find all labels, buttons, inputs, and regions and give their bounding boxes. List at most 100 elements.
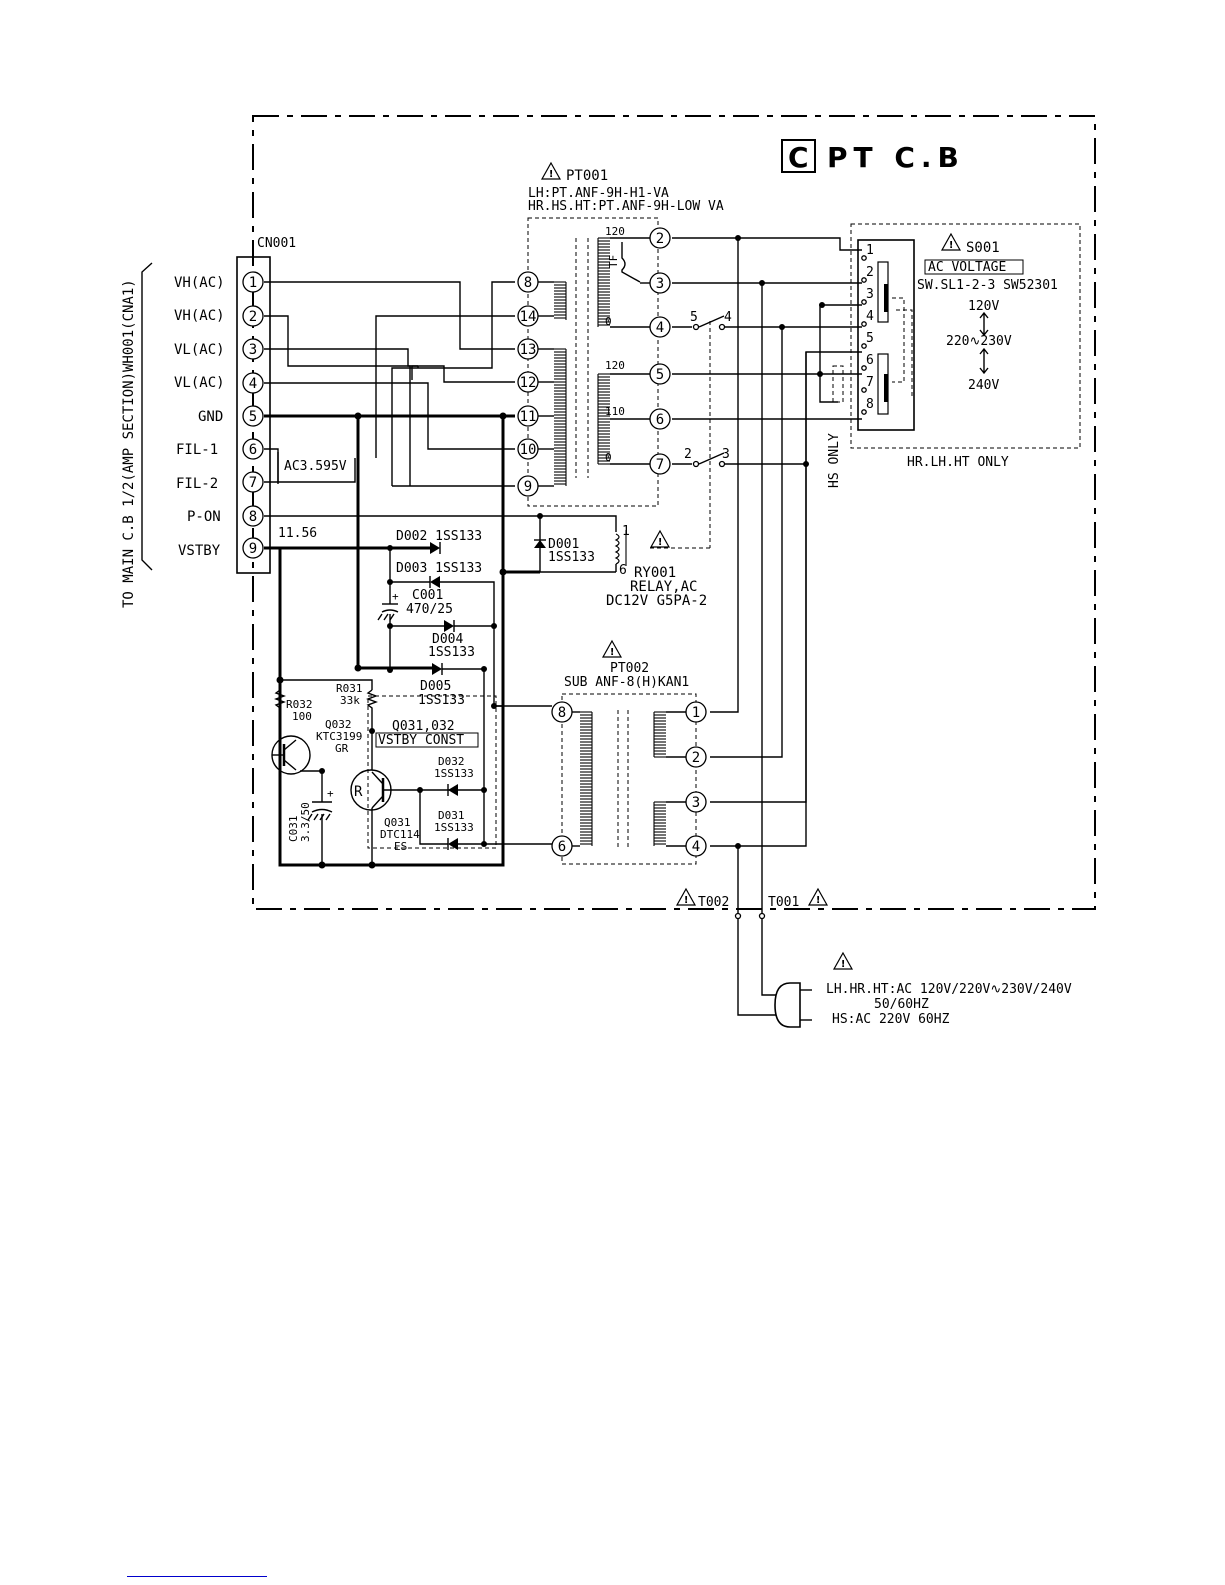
svg-text:1: 1 bbox=[866, 243, 874, 258]
svg-text:3: 3 bbox=[692, 795, 700, 811]
s001-240v: 240V bbox=[968, 378, 999, 393]
svg-text:6: 6 bbox=[558, 839, 566, 855]
cn001-pin6-name: FIL-1 bbox=[176, 442, 218, 458]
svg-text:5: 5 bbox=[866, 331, 874, 346]
footer-link-underline[interactable] bbox=[127, 1576, 267, 1577]
pt001-pri-winding-a bbox=[597, 237, 610, 327]
svg-text:4: 4 bbox=[249, 376, 257, 392]
pt001-tap-120a: 120 bbox=[605, 225, 625, 238]
plug-line1: LH.HR.HT:AC 120V/220V∿230V/240V bbox=[826, 982, 1072, 997]
cn001-pin9-name: VSTBY bbox=[178, 543, 221, 559]
svg-text:8: 8 bbox=[249, 509, 257, 525]
d001-ref: D001 bbox=[548, 537, 579, 552]
s001-pin-4: 4 bbox=[861, 309, 874, 327]
r032-value: 100 bbox=[292, 710, 312, 723]
cn001-pin5-name: GND bbox=[198, 409, 223, 425]
pt001-pri-pin-3: 3 bbox=[649, 272, 671, 294]
pt001-tf: TF bbox=[607, 255, 620, 268]
pt002-pri-pin-3: 3 bbox=[685, 791, 707, 813]
svg-text:4: 4 bbox=[656, 320, 664, 336]
svg-text:4: 4 bbox=[692, 839, 700, 855]
q032-ref: Q032 bbox=[325, 718, 352, 731]
svg-text:6: 6 bbox=[249, 442, 257, 458]
q031-mark: R bbox=[354, 784, 363, 800]
s001-pin-5: 5 bbox=[861, 331, 874, 349]
s001-220v: 220∿230V bbox=[946, 334, 1012, 349]
d005-ref: D005 bbox=[420, 679, 451, 694]
pt001-sec-winding-a bbox=[554, 281, 567, 320]
cn001-pin-3: 3 bbox=[242, 338, 264, 360]
svg-text:8: 8 bbox=[524, 275, 532, 291]
cn001-stby-voltage: 11.56 bbox=[278, 526, 317, 541]
ry001-pin1: 1 bbox=[622, 524, 630, 539]
board-letter-box bbox=[781, 139, 816, 173]
s001-pin-6: 6 bbox=[861, 353, 874, 371]
pt001-sec-pin-13: 13 bbox=[517, 338, 539, 360]
relay-contact-4: 4 bbox=[724, 310, 732, 325]
s001-pin-7: 7 bbox=[861, 375, 874, 393]
vstby-const-circuit: R032 100 R031 33k Q032 KTC3199 GR + C031… bbox=[271, 548, 552, 869]
q031-part: DTC114 bbox=[380, 828, 420, 841]
relay-contact-labels: 5 4 2 3 bbox=[684, 310, 732, 462]
r031-ref: R031 bbox=[336, 682, 363, 695]
pt002-pri-pin-2: 2 bbox=[685, 746, 707, 768]
pt001-pri-pin-6: 6 bbox=[649, 408, 671, 430]
pt001-sec-pin-12: 12 bbox=[517, 371, 539, 393]
svg-text:13: 13 bbox=[520, 342, 537, 358]
ry001-part: DC12V G5PA-2 bbox=[606, 593, 707, 609]
d004-part: 1SS133 bbox=[428, 645, 475, 660]
pt002-sec-pin-6: 6 bbox=[551, 835, 573, 857]
stby-diodes: D002 1SS133 D003 1SS133 + C001 470/25 D0… bbox=[377, 529, 503, 708]
d004-ref: D004 bbox=[432, 632, 463, 647]
svg-text:8: 8 bbox=[558, 705, 566, 721]
cn001-pin4-name: VL(AC) bbox=[174, 375, 225, 391]
q031-032-label: Q031,032 bbox=[392, 719, 455, 734]
pt001-pri-pin-5: 5 bbox=[649, 363, 671, 385]
svg-text:7: 7 bbox=[866, 375, 874, 390]
cn001-pin-5: 5 bbox=[242, 405, 264, 427]
svg-text:2: 2 bbox=[656, 231, 664, 247]
relay-contact-2: 2 bbox=[684, 447, 692, 462]
cn001-ref: CN001 bbox=[257, 236, 296, 251]
cn001-pin3-name: VL(AC) bbox=[174, 342, 225, 358]
svg-text:7: 7 bbox=[656, 457, 664, 473]
cn001-pin-7: 7 bbox=[242, 471, 264, 493]
pt002-pri-pin-4: 4 bbox=[685, 835, 707, 857]
q032-rank: GR bbox=[335, 742, 349, 755]
pt001-sec-pin-9: 9 bbox=[517, 475, 539, 497]
relay-contact-5: 5 bbox=[690, 310, 698, 325]
cn001-pin1-name: VH(AC) bbox=[174, 275, 225, 291]
cn001-to-pt001-wires bbox=[264, 281, 515, 487]
hs-only-label: HS ONLY bbox=[827, 433, 842, 488]
pt001-sec-pin-10: 10 bbox=[517, 438, 539, 460]
s001-note: HR.LH.HT ONLY bbox=[907, 455, 1009, 470]
pt001-primary-wires bbox=[648, 235, 862, 549]
gnd-bus bbox=[264, 412, 540, 867]
cn001-pin7-name: FIL-2 bbox=[176, 476, 218, 492]
cn001-pin-1: 1 bbox=[242, 271, 264, 293]
pt001-tap-120b: 120 bbox=[605, 359, 625, 372]
svg-text:+: + bbox=[327, 787, 334, 800]
c001-ref: C001 bbox=[412, 588, 443, 603]
ry001-name: RELAY,AC bbox=[630, 579, 697, 595]
pt002-ref: PT002 bbox=[610, 661, 649, 676]
pt001-pri-pin-2: 2 bbox=[649, 227, 671, 249]
s001-ref: S001 bbox=[966, 240, 1000, 256]
plug-line2: 50/60HZ bbox=[874, 997, 929, 1012]
cn001-pin-8: 8 bbox=[242, 505, 264, 527]
s001-name: AC VOLTAGE bbox=[928, 260, 1006, 275]
svg-text:11: 11 bbox=[520, 409, 537, 425]
ry001-pin6: 6 bbox=[619, 563, 627, 578]
pt002-pri-pin-1: 1 bbox=[685, 701, 707, 723]
pt001-tap-110: 110 bbox=[605, 405, 625, 418]
pt001-pri-pin-7: 7 bbox=[649, 453, 671, 475]
board-title-block: C PT C.B bbox=[781, 139, 959, 174]
c001-value: 470/25 bbox=[406, 602, 453, 617]
thermal-fuse bbox=[621, 242, 641, 283]
svg-text:1: 1 bbox=[249, 275, 257, 291]
r032-ref: R032 bbox=[286, 698, 313, 711]
d003-label: D003 1SS133 bbox=[396, 561, 482, 576]
svg-text:6: 6 bbox=[656, 412, 664, 428]
svg-text:3: 3 bbox=[656, 276, 664, 292]
